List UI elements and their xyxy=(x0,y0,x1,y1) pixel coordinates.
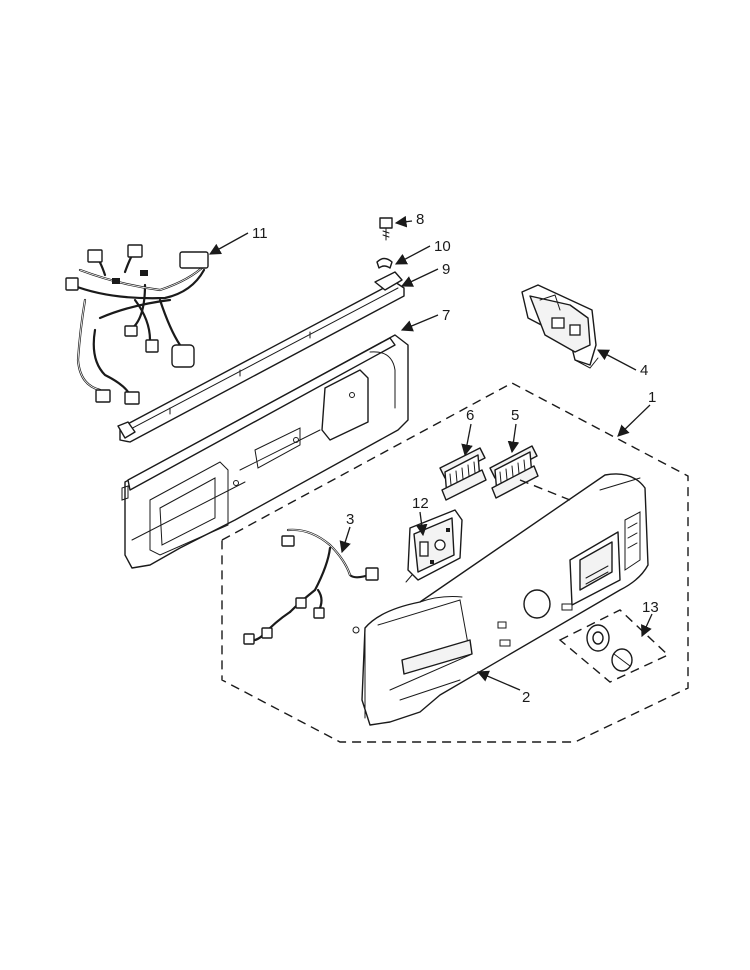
ribbon-cable-6-part[interactable] xyxy=(439,447,487,501)
clip-part[interactable] xyxy=(376,257,393,269)
leader-10 xyxy=(394,245,431,265)
small-wire-harness-part[interactable] xyxy=(243,528,379,645)
callout-10: 10 xyxy=(434,238,451,255)
leader-7 xyxy=(400,314,439,332)
ribbon-dash-guide xyxy=(519,479,571,501)
callout-9: 9 xyxy=(442,261,450,278)
callout-11: 11 xyxy=(252,225,268,242)
leader-3 xyxy=(339,526,351,554)
callout-7: 7 xyxy=(442,307,450,324)
callout-5: 5 xyxy=(511,407,519,424)
leader-8 xyxy=(394,215,413,228)
leader-9 xyxy=(400,268,439,287)
ui-board-part[interactable] xyxy=(405,509,463,583)
console-frame-part[interactable] xyxy=(121,334,409,569)
leader-13 xyxy=(641,613,653,638)
screw-part[interactable] xyxy=(379,217,393,241)
leader-1 xyxy=(617,404,651,437)
callout-13: 13 xyxy=(642,599,659,616)
leader-2 xyxy=(476,670,521,691)
leader-5 xyxy=(507,423,520,454)
leader-4 xyxy=(596,349,637,371)
assembly-boundary xyxy=(221,382,689,743)
callout-1: 1 xyxy=(648,389,656,406)
leader-12 xyxy=(415,511,428,537)
callout-8: 8 xyxy=(416,211,424,228)
console-panel-part[interactable] xyxy=(352,473,649,726)
control-board-part[interactable] xyxy=(521,284,599,369)
callout-6: 6 xyxy=(466,407,474,424)
main-wire-harness-part[interactable] xyxy=(65,244,209,405)
callout-3: 3 xyxy=(346,511,354,528)
callout-12: 12 xyxy=(412,495,429,512)
ribbon-cable-5-part[interactable] xyxy=(489,445,539,499)
knob-group-boundary xyxy=(558,609,670,683)
callout-2: 2 xyxy=(522,689,530,706)
leader-6 xyxy=(461,423,473,457)
callout-4: 4 xyxy=(640,362,648,379)
knob-part[interactable] xyxy=(586,624,633,672)
leader-11 xyxy=(208,232,249,255)
